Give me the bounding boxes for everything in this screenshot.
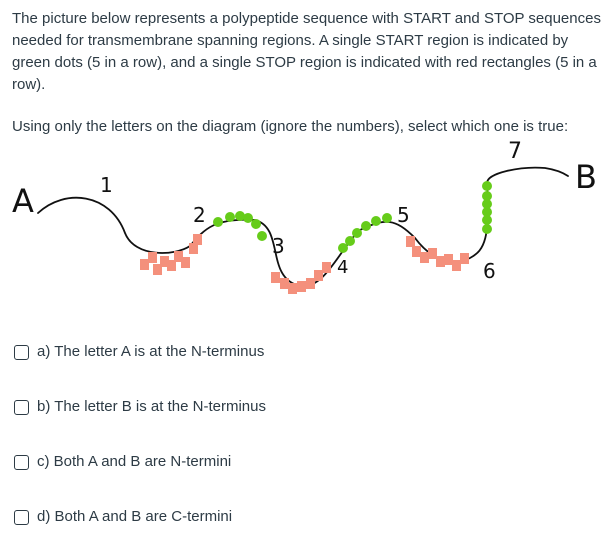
stop-region-2 — [271, 262, 331, 294]
start-dot — [361, 221, 371, 231]
start-region-2 — [338, 213, 392, 253]
stop-rect — [306, 278, 315, 289]
option-b-label: b) The letter B is at the N-terminus — [37, 398, 266, 415]
option-a-checkbox[interactable] — [14, 344, 29, 360]
stop-rect — [452, 260, 461, 271]
start-dot — [382, 213, 392, 223]
start-dot — [338, 243, 348, 253]
stop-rect — [288, 283, 297, 294]
option-c-checkbox[interactable] — [14, 454, 29, 470]
stop-rect — [193, 234, 202, 245]
end-label-a: A — [12, 182, 34, 220]
option-d[interactable]: d) Both A and B are C-termini — [14, 507, 232, 527]
option-d-label: d) Both A and B are C-termini — [37, 508, 233, 525]
number-label-2: 2 — [193, 203, 206, 227]
stop-region-3 — [406, 236, 469, 271]
stop-rect — [460, 253, 469, 264]
stop-rect — [160, 256, 169, 267]
option-b-checkbox[interactable] — [14, 399, 29, 415]
stop-rect — [148, 252, 157, 263]
number-label-4: 4 — [337, 257, 348, 278]
start-dot — [213, 217, 223, 227]
stop-rect — [297, 281, 306, 292]
stop-rect — [140, 259, 149, 270]
stop-rect — [181, 257, 190, 268]
start-dot — [482, 215, 492, 225]
option-c[interactable]: c) Both A and B are N-termini — [14, 452, 231, 472]
start-dot — [251, 219, 261, 229]
option-d-checkbox[interactable] — [14, 509, 29, 525]
polypeptide-diagram: A B 1 2 3 4 5 6 7 — [12, 139, 597, 294]
stop-rect — [420, 252, 429, 263]
start-dot — [345, 236, 355, 246]
stop-rect — [428, 248, 437, 259]
start-dot — [225, 212, 235, 222]
start-dot — [482, 181, 492, 191]
number-label-3: 3 — [272, 234, 285, 258]
stop-rect — [444, 254, 453, 265]
option-a-label: a) The letter A is at the N-terminus — [37, 343, 265, 360]
start-dot — [482, 224, 492, 234]
stop-rect — [314, 270, 323, 281]
number-label-6: 6 — [483, 259, 496, 283]
option-a[interactable]: a) The letter A is at the N-terminus — [14, 342, 264, 362]
end-label-b: B — [575, 158, 597, 196]
question-instruction: Using only the letters on the diagram (i… — [12, 118, 569, 135]
stop-rect — [189, 243, 198, 254]
stop-rect — [436, 256, 445, 267]
start-dot — [482, 199, 492, 209]
option-b[interactable]: b) The letter B is at the N-terminus — [14, 397, 266, 417]
stop-rect — [174, 251, 183, 262]
number-label-1: 1 — [100, 173, 113, 197]
stop-rect — [167, 260, 176, 271]
start-dot — [482, 207, 492, 217]
stop-region-1 — [140, 234, 202, 275]
start-region-3 — [482, 181, 492, 234]
number-label-7: 7 — [508, 139, 522, 164]
stop-rect — [280, 278, 289, 289]
start-dot — [257, 231, 267, 241]
stop-rect — [406, 236, 415, 247]
stop-rect — [271, 272, 280, 283]
start-dot — [371, 216, 381, 226]
option-c-label: c) Both A and B are N-termini — [37, 453, 232, 470]
start-dot — [235, 211, 245, 221]
stop-rect — [153, 264, 162, 275]
question-text: The picture below represents a polypepti… — [12, 10, 601, 93]
start-dot — [243, 213, 253, 223]
start-dot — [352, 228, 362, 238]
number-label-5: 5 — [397, 203, 410, 227]
start-dot — [482, 191, 492, 201]
stop-rect — [412, 246, 421, 257]
stop-rect — [322, 262, 331, 273]
start-region-1 — [213, 211, 267, 241]
